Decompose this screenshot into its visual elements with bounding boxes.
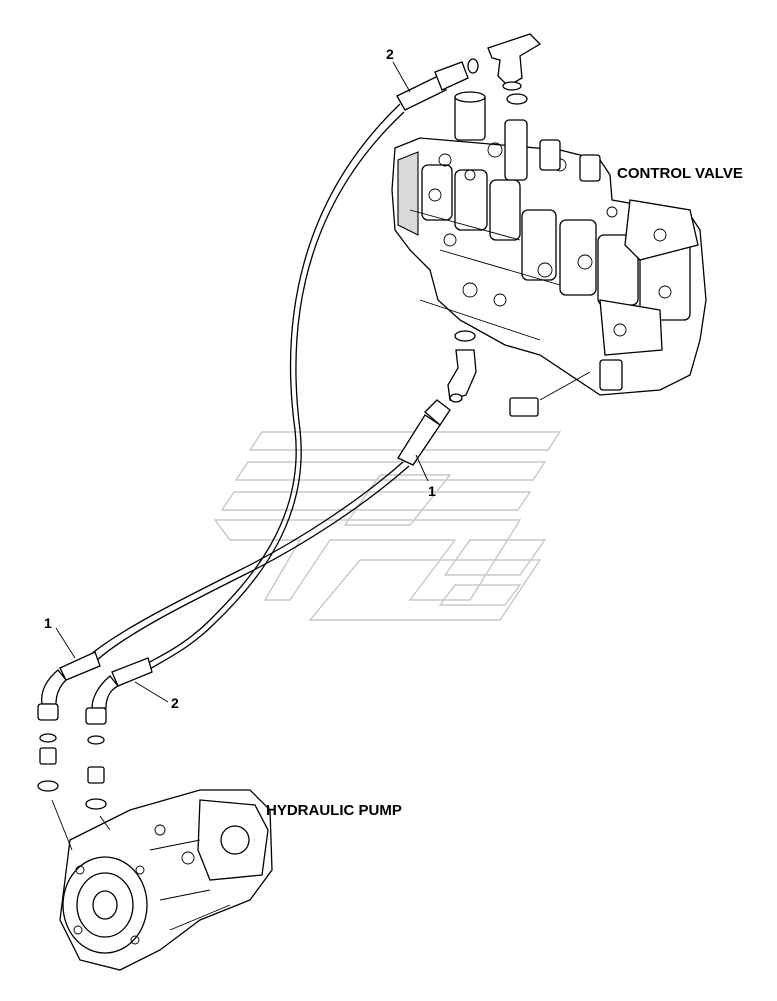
pump-fittings bbox=[37, 651, 153, 810]
leader-lines bbox=[55, 61, 429, 703]
control-valve bbox=[391, 91, 707, 396]
tee-fitting bbox=[467, 33, 542, 105]
hydraulic-pump bbox=[51, 789, 273, 971]
callout-right-hose: 2 bbox=[171, 695, 179, 711]
callout-top-hose: 2 bbox=[386, 46, 394, 62]
hose-1 bbox=[89, 330, 477, 662]
hydraulic-pump-label: HYDRAULIC PUMP bbox=[266, 802, 402, 819]
hose-2 bbox=[139, 61, 469, 675]
watermark-logo bbox=[213, 431, 562, 621]
control-valve-label: CONTROL VALVE bbox=[617, 165, 743, 182]
callout-left-hose: 1 bbox=[44, 615, 52, 631]
callout-mid-hose: 1 bbox=[428, 483, 436, 499]
sensor-connector bbox=[509, 371, 591, 417]
